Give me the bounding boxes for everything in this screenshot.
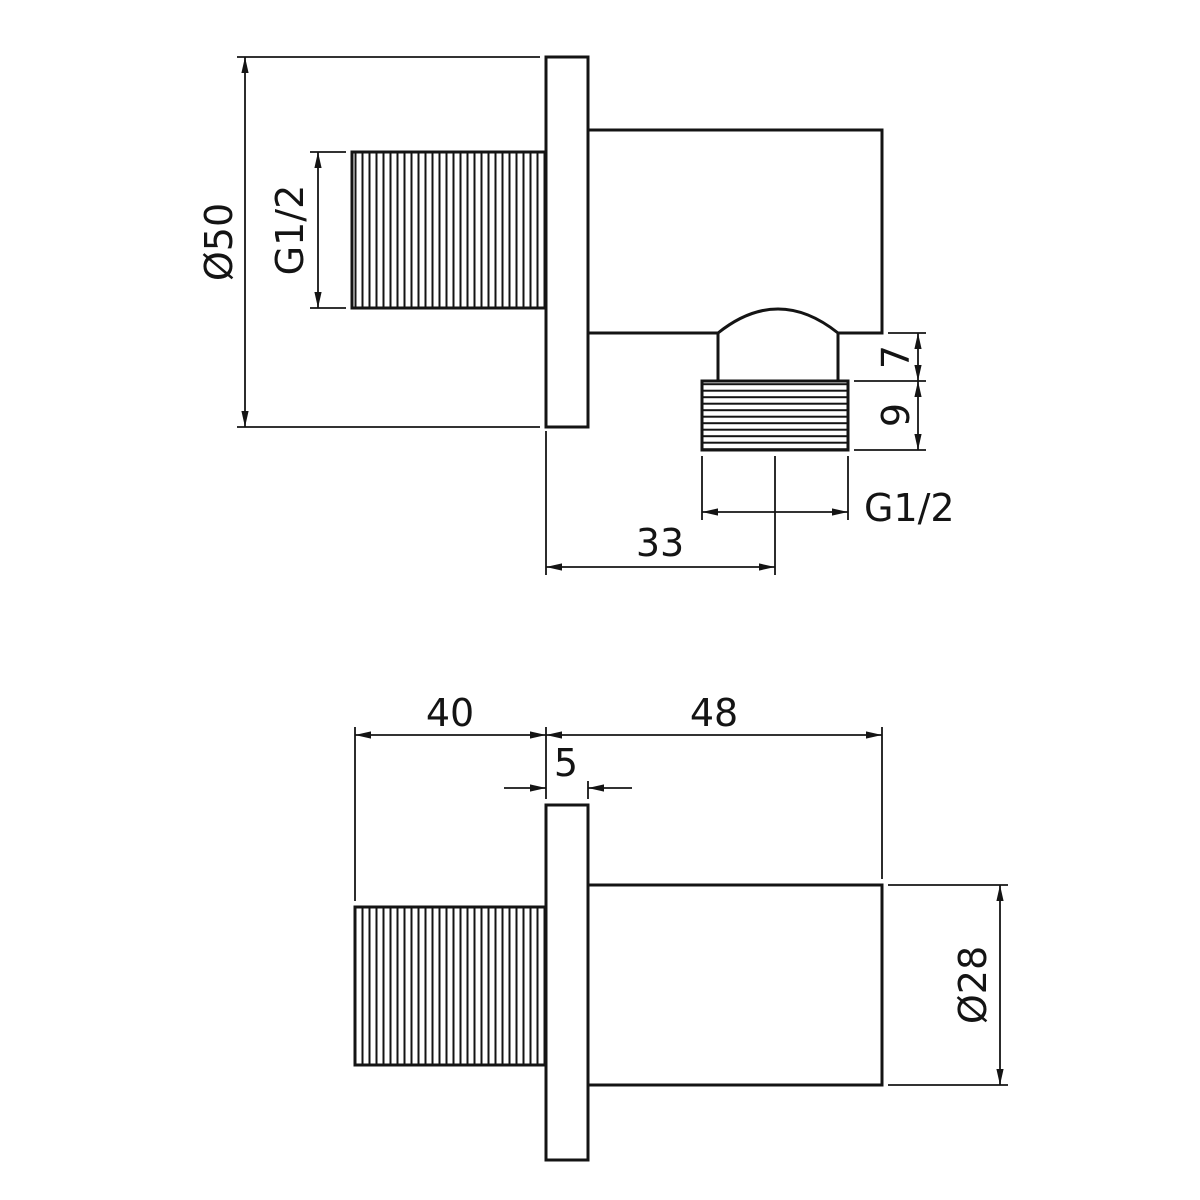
outlet-thread-length-label: 9 — [874, 403, 918, 427]
dim-inlet-thread: G1/2 — [268, 151, 346, 309]
outlet-thread — [700, 379, 850, 452]
inlet-thread — [350, 150, 548, 310]
outlet-thread-label: G1/2 — [864, 486, 955, 530]
body-diameter-label: Ø28 — [951, 946, 995, 1024]
dim-outlet-thread: G1/2 — [701, 456, 955, 530]
plan-view: 40 48 5 Ø28 — [353, 691, 1008, 1162]
flange-thickness-label: 5 — [554, 741, 578, 785]
body-outline — [588, 128, 884, 335]
inlet-thread-label: G1/2 — [268, 185, 312, 276]
dim-outlet-thread-length: 9 — [854, 380, 926, 451]
wall-flange — [544, 803, 590, 1162]
dim-flange-thickness: 5 — [504, 741, 632, 799]
dim-outlet-offset: 33 — [545, 431, 776, 575]
body-length-label: 48 — [690, 691, 738, 735]
outlet-neck-dome — [717, 307, 839, 335]
wall-flange — [544, 55, 590, 429]
flange-diameter-label: Ø50 — [197, 203, 241, 281]
dim-neck-height: 7 — [874, 332, 926, 381]
body — [586, 883, 884, 1087]
dim-inlet-length: 40 — [354, 691, 546, 901]
outlet-offset-label: 33 — [636, 521, 684, 565]
dim-flange-diameter: Ø50 — [197, 56, 540, 428]
side-view: Ø50 G1/2 7 9 G1/2 — [197, 55, 955, 575]
neck-height-label: 7 — [874, 345, 918, 369]
inlet-length-label: 40 — [426, 691, 474, 735]
dim-body-length: 48 — [545, 691, 883, 879]
dim-body-diameter: Ø28 — [888, 884, 1008, 1086]
inlet-thread — [353, 905, 548, 1067]
